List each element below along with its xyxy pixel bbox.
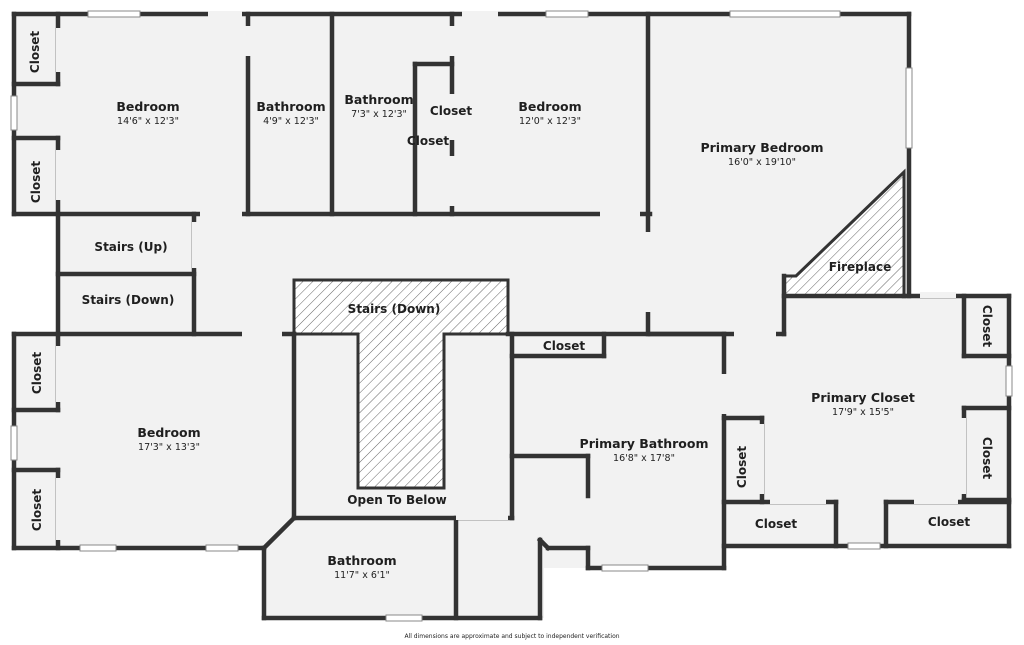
- fireplace-label: Fireplace: [829, 260, 891, 274]
- stairs-down-center-label: Stairs (Down): [348, 302, 441, 316]
- primary-bathroom-name: Primary Bathroom: [580, 436, 709, 451]
- bathroom-1-name: Bathroom: [256, 99, 325, 114]
- closet-label: Closet: [543, 339, 585, 353]
- bedroom-3-dims: 17'3" x 13'3": [138, 442, 200, 453]
- door-openings: [56, 11, 966, 540]
- primary-closet-dims: 17'9" x 15'5": [832, 407, 894, 418]
- primary-closet-name: Primary Closet: [811, 390, 915, 405]
- room-labels: Bedroom 14'6" x 12'3" Bathroom 4'9" x 12…: [28, 31, 994, 581]
- stairs-down-left-label: Stairs (Down): [82, 293, 175, 307]
- disclaimer-text: All dimensions are approximate and subje…: [404, 633, 620, 640]
- bathroom-3-name: Bathroom: [327, 553, 396, 568]
- bedroom-1-name: Bedroom: [116, 99, 179, 114]
- closet-label: Closet: [28, 31, 42, 73]
- walls: [11, 11, 1012, 621]
- primary-bathroom-dims: 16'8" x 17'8": [613, 453, 675, 464]
- closet-label: Closet: [430, 104, 472, 118]
- open-to-below-label: Open To Below: [347, 493, 446, 507]
- primary-bedroom-name: Primary Bedroom: [700, 140, 823, 155]
- bedroom-3-name: Bedroom: [137, 425, 200, 440]
- bathroom-1-dims: 4'9" x 12'3": [263, 116, 319, 127]
- bedroom-1-dims: 14'6" x 12'3": [117, 116, 179, 127]
- primary-bedroom-dims: 16'0" x 19'10": [728, 157, 796, 168]
- closet-label: Closet: [980, 437, 994, 479]
- stairs-up-label: Stairs (Up): [94, 240, 167, 254]
- closet-label: Closet: [30, 489, 44, 531]
- closet-label: Closet: [980, 305, 994, 347]
- bathroom-2-dims: 7'3" x 12'3": [351, 109, 407, 120]
- closet-label: Closet: [29, 161, 43, 203]
- bedroom-2-dims: 12'0" x 12'3": [519, 116, 581, 127]
- bathroom-3-dims: 11'7" x 6'1": [334, 570, 390, 581]
- stairs-down-center-hatch: [292, 278, 510, 490]
- bedroom-2-name: Bedroom: [518, 99, 581, 114]
- bathroom-2-name: Bathroom: [344, 92, 413, 107]
- closet-label: Closet: [735, 446, 749, 488]
- windows: [10, 10, 1013, 622]
- closet-label: Closet: [928, 515, 970, 529]
- closet-label: Closet: [407, 134, 449, 148]
- closet-label: Closet: [755, 517, 797, 531]
- closet-label: Closet: [30, 352, 44, 394]
